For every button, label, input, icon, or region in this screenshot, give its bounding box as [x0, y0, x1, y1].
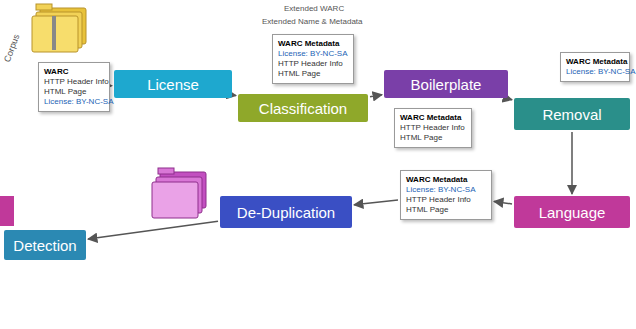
record-field: HTTP Header Info [44, 77, 104, 87]
folder-icon [152, 168, 206, 218]
step-name: Language [539, 204, 606, 221]
record-field: License: BY-NC-SA [278, 49, 348, 59]
flow-arrow [370, 95, 382, 97]
process-box: License [114, 70, 232, 98]
step-name: De-Duplication [237, 204, 335, 221]
annotation-label: Extended WARC [284, 4, 344, 13]
annotation-label: Corpus [2, 33, 21, 64]
record-field: WARC Metadata [400, 113, 466, 123]
flow-arrow [88, 221, 218, 239]
record-card: WARCHTTP Header InfoHTML PageLicense: BY… [38, 62, 110, 112]
process-box: De-Duplication [220, 196, 352, 228]
record-field: License: BY-NC-SA [566, 67, 624, 77]
flow-arrow [510, 98, 512, 100]
step-tab [0, 196, 14, 226]
process-box: Language [514, 196, 630, 228]
record-field: HTML Page [406, 205, 486, 215]
record-field: HTTP Header Info [278, 59, 348, 69]
step-name: Classification [259, 100, 347, 117]
record-field: HTML Page [278, 69, 348, 79]
process-box: Boilerplate [384, 70, 508, 98]
record-card: WARC MetadataLicense: BY-NC-SAHTTP Heade… [400, 170, 492, 220]
process-box: Detection [4, 230, 86, 260]
record-field: License: BY-NC-SA [406, 185, 486, 195]
record-card: WARC MetadataLicense: BY-NC-SAHTTP Heade… [272, 34, 354, 84]
record-field: License: BY-NC-SA [44, 97, 104, 107]
annotation-label: Extended Name & Metadata [262, 17, 363, 26]
step-name: License [147, 76, 199, 93]
record-field: WARC Metadata [406, 175, 486, 185]
record-field: HTTP Header Info [406, 195, 486, 205]
record-field: HTML Page [400, 133, 466, 143]
record-field: HTTP Header Info [400, 123, 466, 133]
record-field: WARC [44, 67, 104, 77]
flow-arrow [494, 202, 512, 204]
process-box: Removal [514, 98, 630, 130]
record-field: WARC Metadata [566, 57, 624, 67]
flow-arrow [234, 95, 236, 97]
record-field: HTML Page [44, 87, 104, 97]
record-card: WARC MetadataHTTP Header InfoHTML Page [394, 108, 472, 148]
record-card: WARC MetadataLicense: BY-NC-SA [560, 52, 630, 82]
process-box: Classification [238, 94, 368, 122]
folder-icon [32, 4, 86, 52]
step-name: Detection [13, 237, 76, 254]
flow-arrow [571, 132, 573, 194]
step-name: Boilerplate [411, 76, 482, 93]
record-field: WARC Metadata [278, 39, 348, 49]
step-name: Removal [542, 106, 601, 123]
flow-arrow [354, 200, 398, 205]
